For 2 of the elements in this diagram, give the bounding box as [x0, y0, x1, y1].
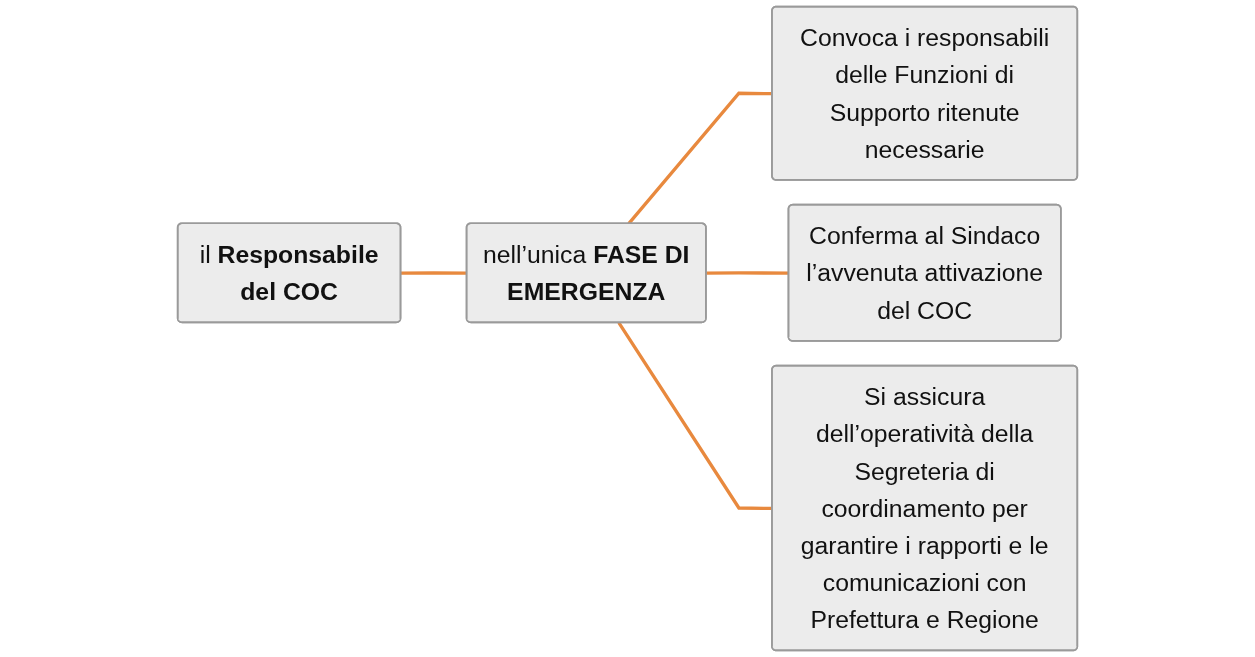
connector	[400, 271, 467, 275]
connector	[706, 271, 789, 275]
